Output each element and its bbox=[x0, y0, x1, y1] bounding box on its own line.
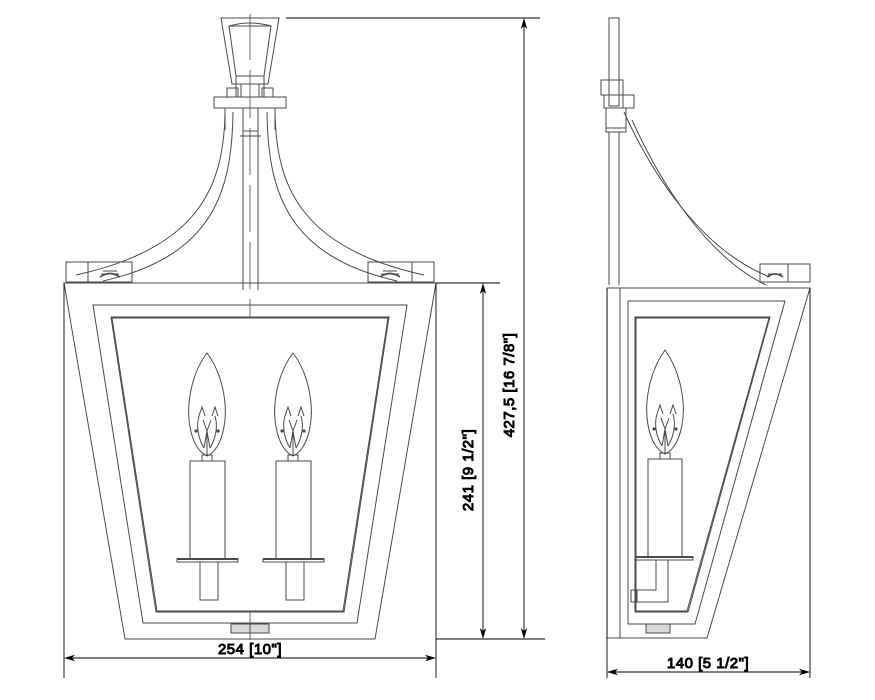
side-bobeche bbox=[635, 556, 694, 561]
dimension-annotations: 427,5 [16 7/8"] 241 [9 1/2"] 254 [10"] bbox=[63, 17, 811, 678]
flame-bulb-right bbox=[274, 352, 312, 462]
front-width-dim-line bbox=[64, 654, 436, 662]
side-frame-rails bbox=[607, 287, 810, 639]
side-glass-panel bbox=[635, 317, 770, 612]
overall-height-dimension: 427,5 [16 7/8"] bbox=[501, 333, 518, 438]
curved-support-arms bbox=[75, 111, 425, 282]
lantern-glass-panel bbox=[111, 317, 389, 612]
side-stem bbox=[608, 17, 620, 107]
side-elevation-view bbox=[600, 17, 811, 639]
side-socket-bracket bbox=[630, 560, 669, 603]
bobeche-left bbox=[176, 558, 239, 563]
side-depth-ext-lines bbox=[606, 288, 811, 678]
side-base-plate bbox=[645, 623, 671, 634]
corner-mounting-block-right bbox=[367, 261, 435, 283]
front-elevation-view bbox=[63, 14, 437, 640]
finial-canopy bbox=[220, 17, 280, 97]
bottom-base-plate bbox=[230, 623, 270, 634]
side-upper-stem bbox=[605, 107, 627, 285]
side-curved-arm bbox=[623, 111, 771, 286]
side-canopy-collar bbox=[600, 79, 635, 109]
side-corner-block bbox=[759, 263, 811, 283]
side-depth-dimension: 140 [5 1/2"] bbox=[667, 655, 749, 672]
stem-collar-blocks bbox=[226, 87, 274, 98]
corner-mounting-block-left bbox=[65, 261, 133, 283]
socket-left bbox=[199, 561, 219, 601]
lantern-frame-top-rail bbox=[64, 282, 436, 306]
overall-height-dim-line bbox=[520, 18, 528, 639]
body-height-ext-lines bbox=[436, 282, 500, 640]
lantern-frame-bottom-rail bbox=[125, 611, 375, 640]
bulb-assembly-right bbox=[262, 352, 325, 601]
bobeche-right bbox=[262, 558, 325, 563]
front-width-ext-lines bbox=[63, 283, 437, 678]
side-flame-bulb bbox=[646, 349, 684, 460]
front-width-dimension: 254 [10"] bbox=[218, 641, 282, 658]
body-height-dim-line bbox=[479, 283, 487, 639]
side-bulb-assembly bbox=[630, 349, 694, 603]
socket-right bbox=[285, 561, 305, 601]
bulb-assembly-left bbox=[176, 352, 239, 601]
body-height-dimension: 241 [9 1/2"] bbox=[460, 429, 477, 511]
side-depth-dim-line bbox=[607, 668, 810, 676]
